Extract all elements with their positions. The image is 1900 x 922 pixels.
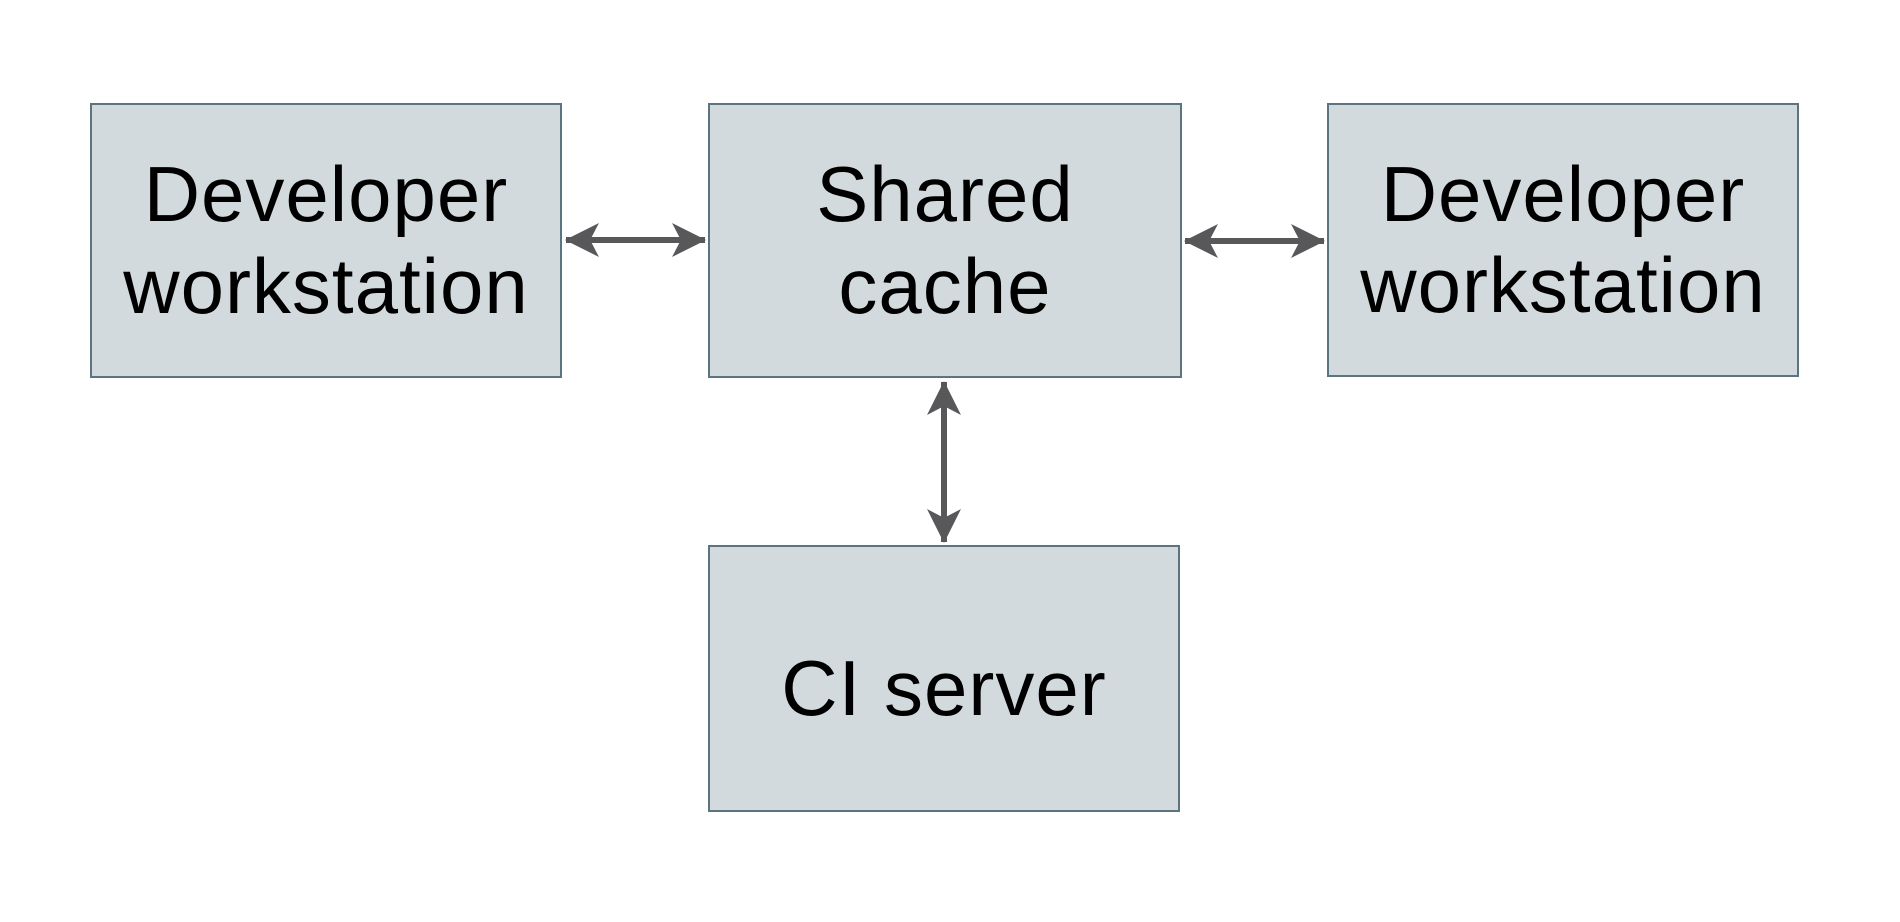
node-label: Developer workstation	[123, 150, 529, 330]
node-ci-server: CI server	[708, 545, 1180, 812]
node-developer-workstation-left: Developer workstation	[90, 103, 562, 378]
node-shared-cache: Shared cache	[708, 103, 1182, 378]
node-label: CI server	[781, 643, 1107, 732]
node-developer-workstation-right: Developer workstation	[1327, 103, 1799, 377]
node-label: Shared cache	[816, 150, 1074, 330]
node-label: Developer workstation	[1360, 149, 1766, 329]
